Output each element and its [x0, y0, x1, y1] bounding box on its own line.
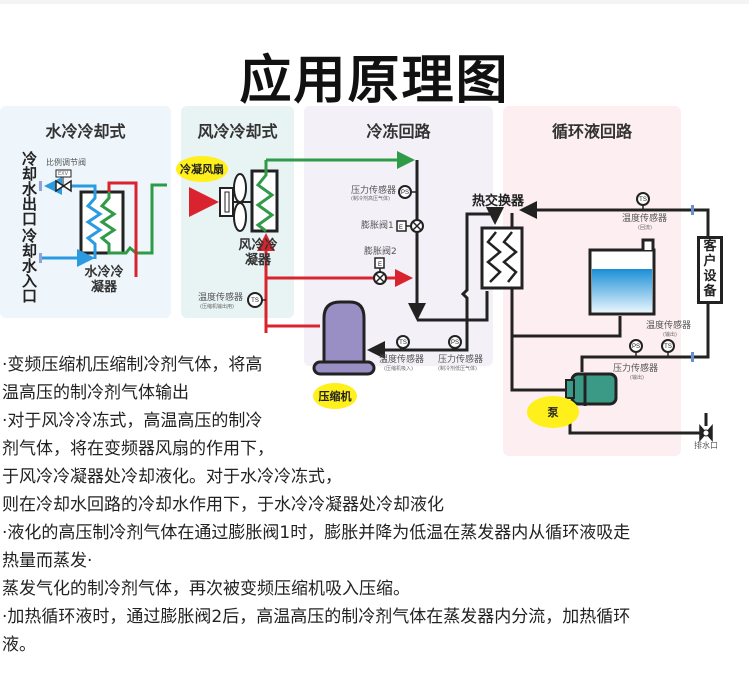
description-line: ·对于风冷冷冻式，高温高压的制冷 — [2, 411, 263, 431]
compressor-icon — [312, 300, 376, 376]
e-label: E — [378, 262, 382, 268]
description-line: ·液化的高压制冷剂气体在通过膨胀阀1时，膨胀并降为低温在蒸发器内从循环液吸走 — [2, 523, 631, 543]
temp-sensor-out-label: 温度传感器 — [646, 321, 692, 331]
description-line: ·加热循环液时，通过膨胀阀2后，高温高压的制冷剂气体在蒸发器内分流，加热循环 — [2, 607, 631, 627]
description-line: 蒸发气化的制冷剂气体，再次被变频压缩机吸入压缩。 — [2, 579, 410, 599]
tank-icon — [588, 238, 656, 316]
condenser-fan-icon — [219, 173, 252, 232]
ts-symbol-out — [661, 339, 675, 353]
panel-title-circulation: 循环液回路 — [551, 122, 632, 141]
refrigeration-pipes — [367, 160, 504, 359]
temp-sensor-out-sub: (输出) — [663, 332, 677, 338]
ps-label: PS — [401, 190, 409, 196]
heat-exchanger-label: 热交换器 — [472, 194, 525, 209]
ts-symbol-air — [247, 292, 263, 308]
temp-sensor-air-label: 温度传感器 — [198, 293, 244, 303]
description-line: 则在冷却水回路的冷却水作用下，于水冷冷凝器处冷却液化 — [2, 495, 444, 515]
ts-label: TS — [664, 344, 672, 350]
drain-valve-icon — [699, 413, 713, 443]
pressure-sensor-out-sub: (输出) — [630, 375, 644, 381]
pump-icon — [565, 372, 618, 406]
cooling-water-inlet-label: 冷却水入口 — [22, 227, 38, 305]
e-label: E — [399, 225, 403, 231]
pressure-sensor-high-sub: (制冷剂高压气体) — [351, 196, 390, 202]
panel-title-refrigeration: 冷冻回路 — [366, 122, 431, 141]
pressure-sensor-low-label: 压力传感器 — [438, 355, 484, 365]
ts-symbol-suction — [396, 335, 410, 349]
top-bar — [0, 0, 749, 4]
compressor-bubble: 压缩机 — [313, 383, 357, 409]
pressure-sensor-low-sub: (制冷剂低压气体) — [438, 366, 477, 372]
panel-title-water-cooling: 水冷冷却式 — [45, 122, 126, 141]
description-line: ·变频压缩机压缩制冷剂气体，将高 — [2, 355, 263, 375]
expansion-valve-2-icon — [373, 257, 387, 285]
exv-valve-icon — [55, 169, 72, 193]
pump-bubble: 泵 — [527, 396, 579, 428]
pressure-sensor-out-label: 压力传感器 — [613, 364, 659, 374]
temp-sensor-return-label: 温度传感器 — [622, 214, 668, 224]
description-line: 于风冷冷凝器处冷却液化。对于水冷冷冻式， — [2, 467, 342, 487]
description-line: 温高压的制冷剂气体输出 — [2, 383, 189, 403]
heat-exchanger-icon — [480, 226, 524, 290]
ps-symbol-out — [629, 339, 643, 353]
temp-sensor-return-sub: (回流) — [638, 225, 652, 231]
water-cooled-condenser — [79, 181, 167, 277]
ts-label: TS — [251, 298, 259, 304]
ps-symbol-low — [448, 335, 462, 349]
sensor-symbol-labels: TS PS TS PS TS PS TS E E — [251, 190, 672, 350]
fan-bubble: 冷凝风扇 — [176, 156, 228, 182]
temp-sensor-air-sub: (压缩机输出用) — [200, 304, 234, 310]
air-cooled-condenser — [250, 151, 415, 233]
ts-label: TS — [639, 197, 647, 203]
expansion-valve-1-icon — [396, 219, 424, 233]
description-line: 液。 — [2, 635, 36, 655]
pressure-sensor-high-label: 压力传感器 — [351, 186, 397, 196]
water-condenser-label: 水冷冷凝器 — [84, 265, 124, 295]
ps-symbol-high — [398, 185, 412, 199]
temp-sensor-suction-sub: (压缩机吸入) — [384, 366, 413, 372]
drain-label: 排水口 — [694, 441, 718, 450]
temp-sensor-suction-label: 温度传感器 — [379, 355, 425, 365]
description-line: 热量而蒸发· — [2, 551, 93, 571]
proportional-valve-label: 比例调节阀 — [46, 158, 86, 167]
ps-label: PS — [632, 344, 640, 350]
cooling-water-outlet-label: 冷却水出口 — [22, 150, 38, 228]
exv-tag: EXV — [58, 171, 69, 177]
expansion-valve-2-label: 膨胀阀2 — [364, 247, 397, 257]
panel-title-air-cooling: 风冷冷却式 — [197, 122, 278, 141]
description-line: 剂气体，将在变频器风扇的作用下， — [2, 439, 274, 459]
expansion-valve-1-label: 膨胀阀1 — [361, 221, 394, 231]
page-title: 应用原理图 — [239, 51, 510, 111]
air-condenser-label: 风冷冷凝器 — [238, 238, 278, 268]
customer-equipment-box: 客户设备 — [697, 236, 723, 304]
ts-symbol-return — [636, 192, 650, 206]
ps-label: PS — [451, 340, 459, 346]
ts-label: TS — [399, 340, 407, 346]
